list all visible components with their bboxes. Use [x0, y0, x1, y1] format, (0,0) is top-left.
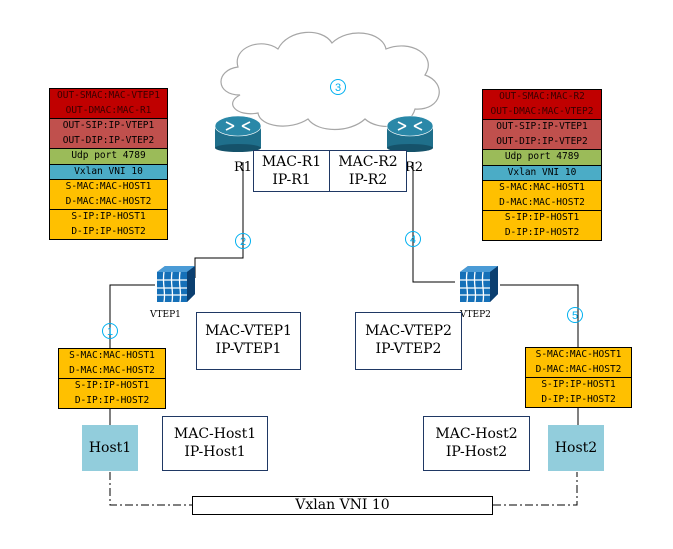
- packet-field-line: D-IP:IP-HOST2: [541, 393, 616, 405]
- packet-field-line: S-MAC:MAC-HOST1: [65, 181, 152, 192]
- packet-field-line: Udp port 4789: [504, 151, 580, 162]
- packet-field-line: Vxlan VNI 10: [507, 166, 577, 178]
- packet-field-line: Vxlan VNI 10: [74, 165, 143, 177]
- router-icon: [386, 115, 434, 152]
- router-icon: [214, 115, 262, 152]
- packet-field-line: OUT-DMAC:MAC-R1: [65, 104, 152, 116]
- packet-field-line: OUT-SMAC:MAC-VTEP1: [57, 90, 160, 101]
- host2-address-box: MAC-Host2 IP-Host2: [423, 416, 530, 471]
- packet-field-line: S-MAC:MAC-HOST1: [535, 349, 622, 360]
- host1-node: Host1: [82, 425, 138, 471]
- vtep1-address-box: MAC-VTEP1 IP-VTEP1: [196, 312, 301, 370]
- firewall-icon: [157, 266, 195, 303]
- packet-field-line: OUT-SMAC:MAC-R2: [499, 91, 585, 102]
- packet-field-line: OUT-DMAC:MAC-VTEP2: [490, 105, 594, 117]
- vtep2-label: VTEP2: [460, 310, 491, 320]
- vxlan-dash-left: [109, 472, 192, 506]
- host2-mac: MAC-Host2: [435, 426, 518, 442]
- router-r1-mac: MAC-R1: [261, 154, 322, 170]
- router-r1-ip: IP-R1: [272, 172, 311, 188]
- packet-field: Vxlan VNI 10: [483, 165, 601, 181]
- router-r2-mac: MAC-R2: [338, 154, 398, 170]
- packet-field-line: OUT-SIP:IP-VTEP1: [62, 120, 155, 131]
- router-address-table: MAC-R1 IP-R1 MAC-R2 IP-R2: [253, 150, 407, 192]
- vtep1-ip: IP-VTEP1: [215, 341, 282, 357]
- step-marker-2: 2: [235, 233, 251, 249]
- link-r1-vtep1: [194, 162, 244, 278]
- packet-field-line: S-IP:IP-HOST1: [74, 380, 150, 391]
- router-r2-ip: IP-R2: [348, 172, 388, 188]
- packet-field-line: D-IP:IP-HOST2: [71, 225, 146, 237]
- packet-field-line: D-MAC:MAC-HOST2: [69, 364, 155, 376]
- vtep2-ip: IP-VTEP2: [375, 341, 442, 357]
- vxlan-tunnel-bar: Vxlan VNI 10: [192, 496, 493, 515]
- packet-field-line: D-MAC:MAC-HOST2: [499, 196, 585, 208]
- packet-field-line: D-IP:IP-HOST2: [74, 394, 150, 406]
- packet-field-line: S-MAC:MAC-HOST1: [69, 350, 155, 361]
- packet-field: Udp port 4789: [50, 149, 167, 165]
- host2-node: Host2: [548, 425, 604, 471]
- step-marker-3: 3: [330, 79, 346, 95]
- vtep2-address-box: MAC-VTEP2 IP-VTEP2: [355, 312, 462, 370]
- packet-field-line: D-MAC:MAC-HOST2: [535, 363, 622, 375]
- cloud-icon: [220, 31, 440, 130]
- packet-field-line: D-MAC:MAC-HOST2: [65, 195, 152, 207]
- host1-ip: IP-Host1: [184, 444, 246, 460]
- step-marker-5: 5: [567, 307, 583, 323]
- vtep1-mac: MAC-VTEP1: [205, 323, 292, 339]
- packet-field-line: S-IP:IP-HOST1: [541, 379, 616, 390]
- packet-field-line: S-MAC:MAC-HOST1: [499, 182, 585, 193]
- packet-field-line: S-IP:IP-HOST1: [71, 211, 146, 222]
- packet-field-line: OUT-DIP:IP-VTEP2: [62, 134, 155, 146]
- firewall-icon: [460, 266, 498, 303]
- link-r2-vtep2: [412, 162, 455, 283]
- packet-field-line: OUT-SIP:IP-VTEP1: [496, 121, 588, 132]
- host1-address-box: MAC-Host1 IP-Host1: [162, 416, 268, 471]
- packet-field: Vxlan VNI 10: [50, 164, 167, 180]
- step-marker-4: 4: [405, 231, 421, 247]
- packet-field-line: Udp port 4789: [71, 150, 146, 161]
- router-r1-label: R1: [234, 160, 253, 175]
- host2-ip: IP-Host2: [445, 444, 508, 460]
- packet-field-line: OUT-DIP:IP-VTEP2: [496, 135, 588, 147]
- router-r1-addresses: MAC-R1 IP-R1: [254, 151, 330, 191]
- vtep2-mac: MAC-VTEP2: [365, 323, 452, 339]
- packet-field-line: S-IP:IP-HOST1: [504, 212, 580, 223]
- step-marker-1: 1: [102, 323, 118, 339]
- host1-mac: MAC-Host1: [173, 426, 257, 442]
- router-r2-addresses: MAC-R2 IP-R2: [330, 151, 406, 191]
- packet-field-line: D-IP:IP-HOST2: [504, 226, 580, 238]
- router-r2-label: R2: [405, 160, 424, 175]
- packet-field: Udp port 4789: [483, 150, 601, 166]
- vtep1-label: VTEP1: [150, 310, 181, 320]
- vxlan-dash-right: [493, 472, 578, 506]
